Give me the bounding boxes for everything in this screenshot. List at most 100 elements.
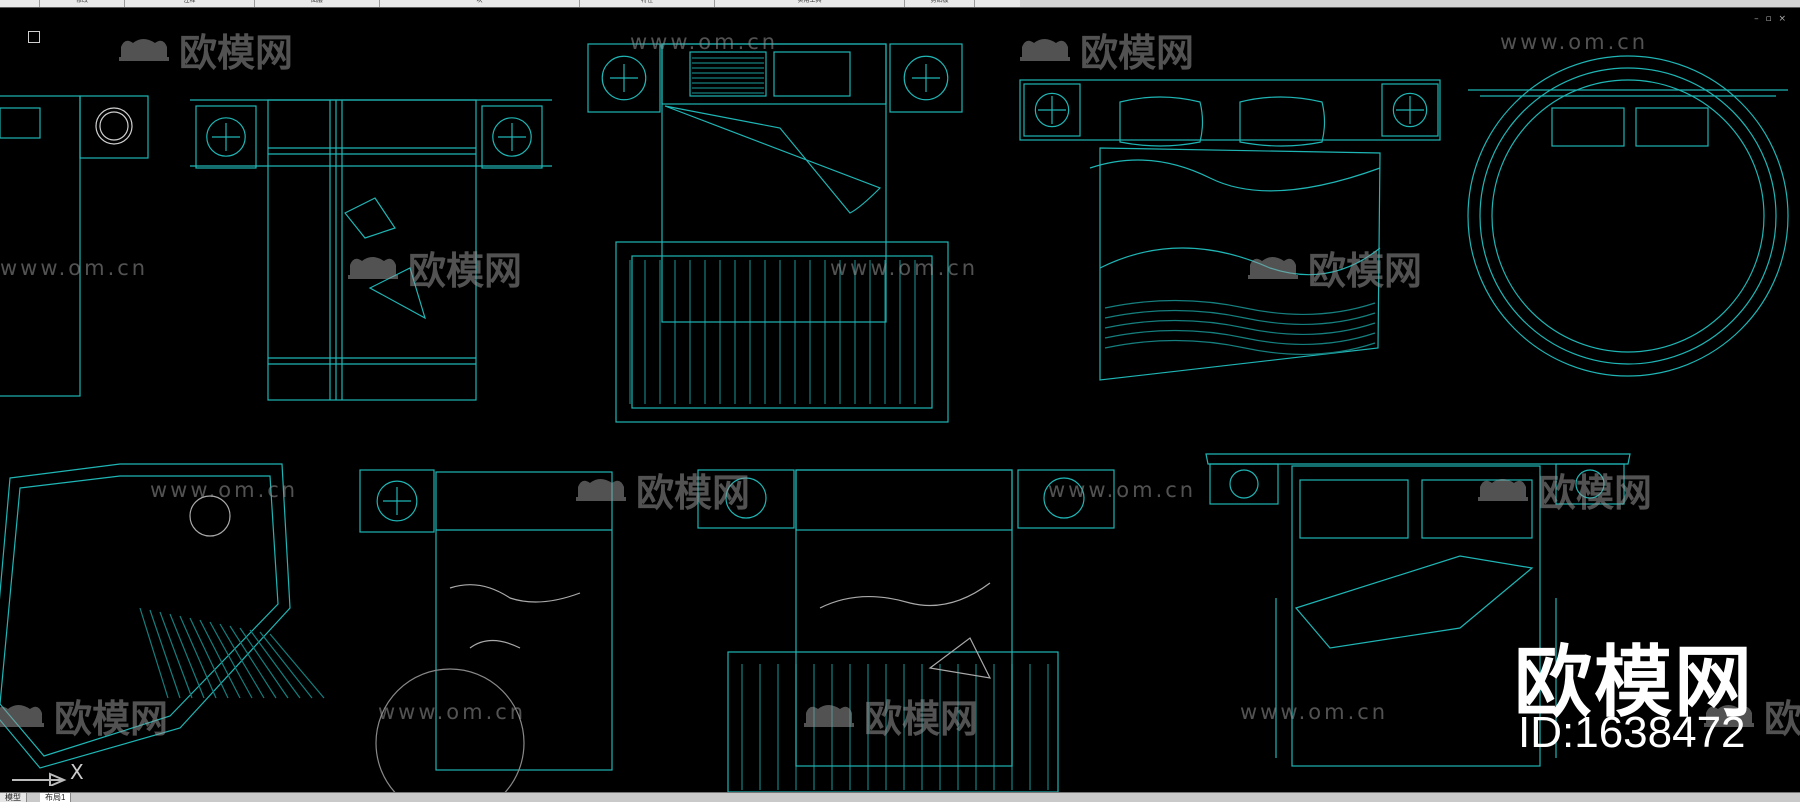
- lamp-shade: [601, 55, 647, 101]
- nightstand: [1381, 83, 1439, 137]
- blanket-edge: [1099, 247, 1381, 276]
- ribbon-panel-title[interactable]: 特性: [580, 0, 715, 7]
- lamp-shade: [1043, 477, 1085, 519]
- pillow: [1551, 107, 1625, 147]
- ucs-x-label: X: [70, 760, 84, 784]
- nightstand: [359, 469, 435, 533]
- nightstand: [587, 43, 661, 113]
- ribbon-panel-title[interactable]: 块: [380, 0, 580, 7]
- layout-tab-bar: 模型 布局1: [0, 792, 1800, 802]
- ribbon-panel-titles: 修改 注释 图层 块 特性 实用工具 剪贴板: [0, 0, 1020, 7]
- lamp-shade: [95, 107, 133, 145]
- bed-frame: [0, 95, 81, 397]
- cad-line: [159, 611, 193, 699]
- round-bed-inner: [1479, 67, 1777, 365]
- headboard-rail: [1205, 453, 1631, 465]
- ribbon-panel-title[interactable]: 图层: [255, 0, 380, 7]
- cad-line: [269, 633, 325, 699]
- viewport-control-icon[interactable]: [28, 31, 40, 43]
- cad-line: [199, 619, 241, 699]
- round-bed: [1467, 55, 1789, 377]
- bed-frame: [1099, 147, 1381, 381]
- nightstand: [1017, 469, 1115, 529]
- nightstand: [889, 43, 963, 113]
- ribbon-panel-label: 特性: [640, 0, 653, 4]
- blanket-wave: [1104, 299, 1376, 316]
- nightstand: [697, 469, 795, 529]
- lamp-shade: [99, 111, 129, 141]
- blanket-wave: [1104, 339, 1376, 356]
- cad-line: [209, 621, 253, 699]
- nightstand: [481, 105, 543, 169]
- ribbon-panel-label: 实用工具: [797, 0, 822, 4]
- ucs-axis-icon: [12, 772, 67, 786]
- brand-logo-text: 欧模网: [1514, 638, 1755, 728]
- pillow: [344, 197, 396, 239]
- pillow: [1119, 96, 1204, 147]
- ribbon-panel-label: 图层: [310, 0, 323, 4]
- lamp-shade: [725, 477, 767, 519]
- pillow: [1239, 96, 1326, 147]
- nightstand: [79, 95, 149, 159]
- lamp-shade: [376, 480, 418, 522]
- octagon-bed: [0, 463, 291, 769]
- blanket-wave: [1104, 319, 1376, 336]
- lamp-shade: [1575, 469, 1605, 499]
- pillow: [773, 51, 851, 97]
- round-rug: [375, 668, 525, 792]
- round-mattress: [1491, 79, 1765, 353]
- bed-frame: [1291, 465, 1541, 767]
- blanket-fold: [368, 267, 426, 320]
- ribbon-panel-title[interactable]: 修改: [40, 0, 125, 7]
- cad-line: [169, 613, 205, 699]
- lamp-shade: [1392, 92, 1428, 128]
- nightstand: [1209, 463, 1279, 505]
- pillow: [1635, 107, 1709, 147]
- headboard-rail: [1019, 79, 1441, 141]
- nightstand: [195, 105, 257, 169]
- lamp-shade: [1034, 92, 1070, 128]
- cad-line: [149, 609, 181, 699]
- cad-line: [219, 623, 265, 699]
- lamp-shade: [1229, 469, 1259, 499]
- blanket-edge: [1089, 159, 1381, 192]
- nightstand: [1555, 463, 1625, 505]
- model-id-label: ID:1638472: [1518, 708, 1746, 757]
- tab-layout1[interactable]: 布局1: [40, 793, 72, 802]
- cad-drawing-canvas[interactable]: [0, 8, 1800, 792]
- rug: [615, 241, 949, 423]
- bed-frame: [435, 471, 613, 771]
- nightstand: [1023, 83, 1081, 137]
- ribbon-panel-title[interactable]: 注释: [125, 0, 255, 7]
- ribbon-panel-label: 块: [476, 0, 483, 4]
- blanket-turndown: [1294, 555, 1534, 649]
- lamp-shade: [492, 117, 532, 157]
- cad-line: [189, 617, 229, 699]
- rug-inner: [631, 255, 933, 409]
- ribbon-panel-label: 注释: [183, 0, 196, 4]
- ribbon-panel-label: 剪贴板: [930, 0, 949, 4]
- ribbon-spacer: [0, 0, 40, 7]
- lamp-shade: [903, 55, 949, 101]
- ribbon-panel: 修改 注释 图层 块 特性 实用工具 剪贴板: [0, 0, 1800, 8]
- ribbon-panel-title[interactable]: 剪贴板: [905, 0, 975, 7]
- pillow: [689, 51, 767, 97]
- cad-line: [229, 625, 277, 699]
- blanket-turndown: [664, 105, 882, 214]
- blanket-wave: [819, 582, 991, 609]
- headboard: [795, 469, 1013, 531]
- blanket-wave: [469, 639, 521, 649]
- cad-line: [139, 607, 169, 699]
- tab-model[interactable]: 模型: [0, 793, 27, 802]
- pillow: [0, 107, 41, 139]
- drawing-window-controls[interactable]: – ▫ ×: [1754, 14, 1788, 24]
- cad-line: [239, 627, 289, 699]
- headboard: [661, 43, 887, 105]
- cad-line: [249, 629, 301, 699]
- ribbon-panel-title[interactable]: 实用工具: [715, 0, 905, 7]
- pillow: [1299, 479, 1409, 539]
- pillow: [1421, 479, 1533, 539]
- lamp-shade: [189, 495, 231, 537]
- blanket-wave: [449, 584, 581, 603]
